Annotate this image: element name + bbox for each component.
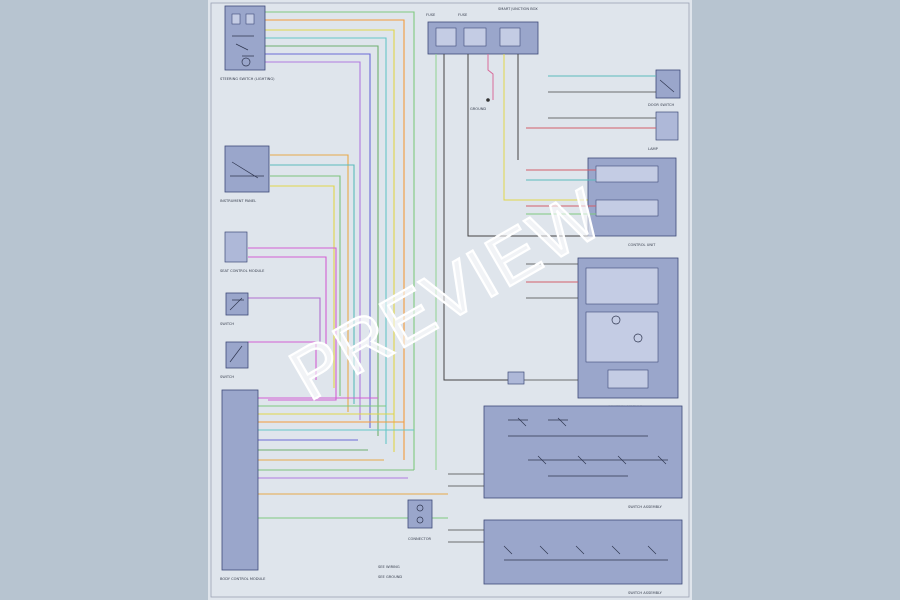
left-mid-module-label: INSTRUMENT PANEL	[220, 199, 256, 203]
right-lamp-label: LAMP	[648, 147, 659, 151]
center-wires	[435, 54, 588, 470]
switch-b: SWITCH	[220, 341, 249, 379]
right-stack-label: CONTROL UNIT	[628, 243, 656, 247]
legend-1: SEE WIRING	[378, 565, 400, 569]
bottom-box-1: SWITCH ASSEMBLY	[448, 405, 683, 509]
wire-bundle	[248, 11, 415, 470]
wiring-diagram: STEERING SWITCH (LIGHTING) INSTRUMENT PA…	[210, 2, 690, 598]
fuse-label-2: FUSE	[458, 13, 468, 17]
center-connector-label: CONNECTOR	[408, 537, 432, 541]
top-left-switch: STEERING SWITCH (LIGHTING)	[220, 5, 275, 81]
top-center-fuse-block: FUSE FUSE SMART JUNCTION BOX GROUND	[426, 7, 539, 111]
left-mid-module: INSTRUMENT PANEL	[220, 145, 270, 203]
fuse-label-3: SMART JUNCTION BOX	[498, 7, 538, 11]
legend-2: SEE GROUND	[378, 575, 402, 579]
left-lower-module: SEAT CONTROL MODULE	[220, 231, 265, 273]
right-top-switch: DOOR SWITCH	[548, 69, 681, 107]
big-module-left-label: BODY CONTROL MODULE	[220, 577, 266, 581]
big-module-left: BODY CONTROL MODULE	[220, 389, 266, 581]
fuse-label-1: FUSE	[426, 13, 436, 17]
center-connector: CONNECTOR	[407, 499, 433, 541]
bottom-box-1-label: SWITCH ASSEMBLY	[628, 505, 663, 509]
switch-a: SWITCH	[220, 292, 249, 326]
right-stack-module: CONTROL UNIT	[526, 157, 677, 247]
diagram-sheet: STEERING SWITCH (LIGHTING) INSTRUMENT PA…	[208, 0, 692, 600]
bundle-horizontal	[258, 397, 448, 519]
switch-a-label: SWITCH	[220, 322, 234, 326]
right-top-switch-label: DOOR SWITCH	[648, 103, 674, 107]
bottom-box-2: SWITCH ASSEMBLY	[448, 519, 683, 595]
sheet-border	[210, 2, 690, 598]
legend: SEE WIRING SEE GROUND	[378, 565, 402, 579]
right-lamp: LAMP	[526, 111, 679, 151]
top-left-switch-label: STEERING SWITCH (LIGHTING)	[220, 77, 275, 81]
ground-note: GROUND	[470, 107, 486, 111]
left-lower-module-label: SEAT CONTROL MODULE	[220, 269, 265, 273]
right-big-module: CONTROL MODULE	[507, 257, 679, 409]
bottom-box-2-label: SWITCH ASSEMBLY	[628, 591, 663, 595]
switch-b-label: SWITCH	[220, 375, 234, 379]
